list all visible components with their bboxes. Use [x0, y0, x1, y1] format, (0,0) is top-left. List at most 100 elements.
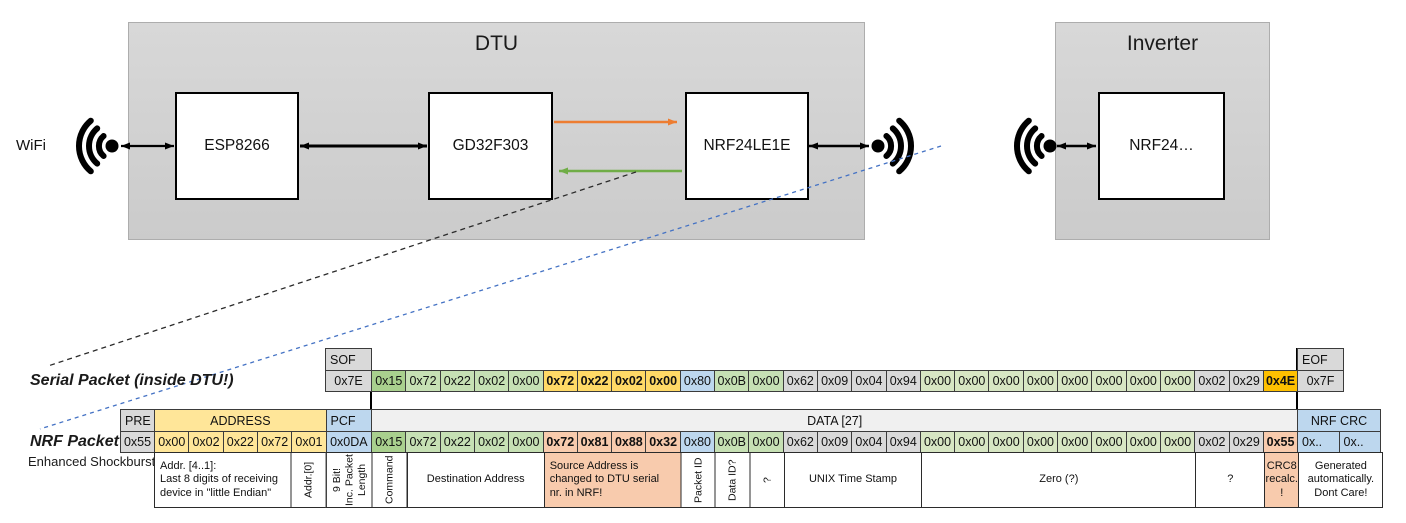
nrf-byte-cell: 0x80	[679, 431, 716, 453]
annotation-q2: ?	[1195, 452, 1266, 508]
eof-header-cell: EOF	[1297, 348, 1344, 371]
annotation-a4: Addr. [4..1]: Last 8 digits of receiving…	[154, 452, 293, 508]
nrf-address-byte-cell: 0x22	[222, 431, 259, 453]
wifi-icon-left	[76, 117, 119, 175]
serial-byte-cell: 0x04	[851, 370, 887, 392]
serial-byte-cell: 0x80	[679, 370, 716, 392]
nrf-byte-cell: 0x00	[1057, 431, 1093, 453]
serial-byte-cell: 0x00	[1159, 370, 1196, 392]
inverter-container: Inverter	[1055, 22, 1270, 240]
serial-byte-cell: 0x02	[1194, 370, 1230, 392]
nrf-byte-cell: 0x00	[1022, 431, 1059, 453]
serial-byte-cell: 0x22	[576, 370, 613, 392]
annotation-a0: Addr.[0]	[291, 452, 327, 508]
serial-byte-cell: 0x62	[782, 370, 819, 392]
serial-byte-cell: 0x02	[473, 370, 510, 392]
nrf-address-byte-cell: 0x00	[154, 431, 190, 453]
annotation-pcf: 9 Bit! Inc. Packet Length	[325, 452, 374, 508]
serial-byte-cell: 0x00	[645, 370, 681, 392]
serial-packet-label: Serial Packet (inside DTU!)	[30, 372, 234, 389]
data-header-cell: DATA [27]	[371, 409, 1299, 432]
serial-byte-cell: 0x00	[1057, 370, 1093, 392]
annotation-unix: UNIX Time Stamp	[783, 452, 923, 508]
annotation-gen: Generated automatically. Dont Care!	[1298, 452, 1384, 508]
nrf-byte-cell: 0x88	[611, 431, 647, 453]
annotation-q1: ?	[749, 452, 785, 508]
annotation-dest: Destination Address	[406, 452, 545, 508]
nrf-byte-cell: 0x15	[371, 431, 407, 453]
annotation-src: Source Address is changed to DTU serial …	[543, 452, 683, 508]
eof-value-cell: 0x7F	[1297, 370, 1344, 392]
serial-byte-cell: 0x29	[1228, 370, 1264, 392]
wifi-icon-dtu-right	[871, 117, 914, 175]
serial-byte-cell: 0x15	[371, 370, 407, 392]
annotation-cmd: Command	[372, 452, 408, 508]
nrf-byte-cell: 0x00	[1125, 431, 1162, 453]
nrf-byte-cell: 0x04	[851, 431, 887, 453]
nrf-byte-cell: 0x29	[1228, 431, 1264, 453]
serial-byte-cell: 0x22	[439, 370, 476, 392]
annotation-zero: Zero (?)	[921, 452, 1197, 508]
nrf-byte-cell: 0x00	[748, 431, 784, 453]
nrf-byte-cell: 0x62	[782, 431, 819, 453]
nrf-byte-cell: 0x22	[439, 431, 476, 453]
nrf-byte-cell: 0x72	[405, 431, 441, 453]
nrf-byte-cell: 0x00	[1091, 431, 1127, 453]
nrf-byte-cell: 0x00	[508, 431, 544, 453]
address-header-cell: ADDRESS	[154, 409, 327, 432]
serial-byte-cell: 0x00	[1125, 370, 1162, 392]
nrf-byte-cell: 0x00	[954, 431, 990, 453]
serial-byte-cell: 0x72	[405, 370, 441, 392]
data-align-line-right	[1296, 348, 1298, 452]
nrf-byte-cell: 0x00	[988, 431, 1024, 453]
pcf-header-cell: PCF	[325, 409, 373, 432]
annotation-did: Data ID?	[715, 452, 751, 508]
serial-byte-cell: 0x02	[611, 370, 647, 392]
pre-value-cell: 0x55	[120, 431, 155, 453]
serial-byte-cell: 0x4E	[1262, 370, 1299, 392]
nrf-byte-cell: 0x55	[1262, 431, 1299, 453]
serial-byte-cell: 0x09	[816, 370, 853, 392]
sof-value-cell: 0x7E	[325, 370, 372, 392]
inverter-title: Inverter	[1126, 32, 1199, 55]
pre-header-cell: PRE	[120, 409, 155, 432]
nrf-crc-byte-0: 0x..	[1297, 431, 1340, 453]
nrf-byte-cell: 0x00	[919, 431, 956, 453]
nrf-byte-cell: 0x72	[542, 431, 578, 453]
annotation-pid: Packet ID	[680, 452, 717, 508]
nrf-address-byte-cell: 0x72	[256, 431, 293, 453]
nrf24le1e-box: NRF24LE1E	[685, 92, 809, 200]
data-align-line-left	[370, 348, 372, 452]
serial-byte-cell: 0x94	[885, 370, 921, 392]
serial-byte-cell: 0x0B	[714, 370, 750, 392]
wifi-icon-inverter	[1014, 117, 1057, 175]
inverter-nrf24-box: NRF24…	[1098, 92, 1225, 200]
serial-byte-cell: 0x00	[1022, 370, 1059, 392]
nrf-crc-header-cell: NRF CRC	[1297, 409, 1381, 432]
nrf-byte-cell: 0x81	[576, 431, 613, 453]
sof-header-cell: SOF	[325, 348, 372, 371]
nrf-byte-cell: 0x02	[1194, 431, 1230, 453]
nrf-byte-cell: 0x00	[1159, 431, 1196, 453]
nrf-address-byte-cell: 0x02	[188, 431, 224, 453]
serial-byte-cell: 0x00	[508, 370, 544, 392]
nrf-byte-cell: 0x02	[473, 431, 510, 453]
serial-byte-cell: 0x72	[542, 370, 578, 392]
pcf-value-cell: 0x0DA	[325, 431, 373, 453]
wifi-label: WiFi	[16, 137, 46, 154]
esp8266-box: ESP8266	[175, 92, 299, 200]
nrf-address-byte-cell: 0x01	[291, 431, 327, 453]
annotation-crc8: CRC8 recalc. !	[1264, 452, 1300, 508]
serial-byte-cell: 0x00	[1091, 370, 1127, 392]
gd32f303-box: GD32F303	[428, 92, 553, 200]
nrf-byte-cell: 0x32	[645, 431, 681, 453]
serial-byte-cell: 0x00	[988, 370, 1024, 392]
nrf-byte-cell: 0x09	[816, 431, 853, 453]
nrf-crc-byte-1: 0x..	[1338, 431, 1381, 453]
serial-byte-cell: 0x00	[748, 370, 784, 392]
serial-byte-cell: 0x00	[954, 370, 990, 392]
serial-byte-cell: 0x00	[919, 370, 956, 392]
dtu-title: DTU	[474, 32, 519, 55]
nrf-byte-cell: 0x94	[885, 431, 921, 453]
